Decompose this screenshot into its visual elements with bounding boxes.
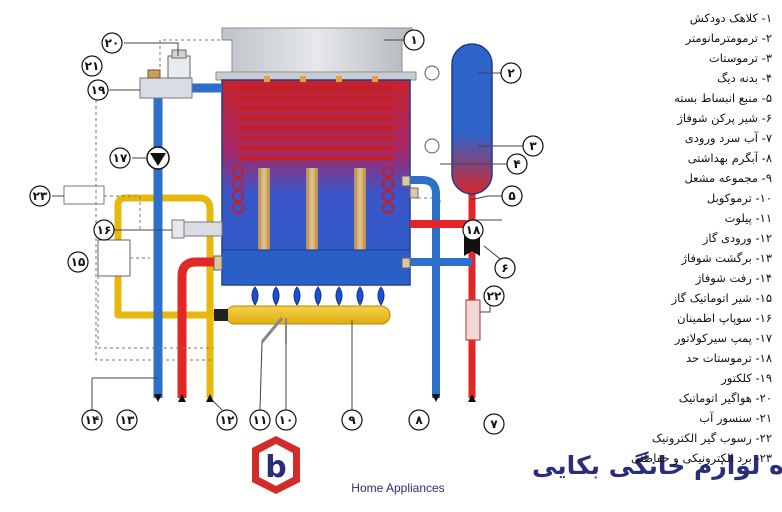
gas-valve-nozzle — [214, 309, 228, 321]
limit-thermostat — [410, 188, 418, 198]
thermostat-knob — [425, 139, 439, 153]
expansion-tank — [452, 44, 492, 194]
legend-item: ١٠- ترموکوبل — [520, 188, 772, 208]
gas-control-box — [98, 240, 130, 276]
legend-item: ۶- شیر پرکن شوفاژ — [520, 108, 772, 128]
callout-22: ٢٢ — [487, 289, 502, 303]
legend-item: ٢- ترمومترمانومتر — [520, 28, 772, 48]
chimney-hood — [222, 28, 412, 72]
legend-item: ٧- آب سرد ورودی — [520, 128, 772, 148]
callout-11: ١١ — [253, 413, 268, 427]
callout-14: ١۴ — [85, 413, 100, 427]
callout-10: ١٠ — [279, 413, 294, 427]
combustion-chamber — [222, 250, 410, 285]
legend-item: ١١- پیلوت — [520, 208, 772, 228]
water-sensor — [148, 70, 160, 78]
callout-16: ١۶ — [97, 223, 112, 237]
air-vent-body — [168, 56, 190, 78]
legend-item: ١۵- شیر اتوماتیک گاز — [520, 288, 772, 308]
burner-manifold — [226, 306, 390, 324]
callout-7: ٧ — [490, 417, 498, 431]
right-port-top — [402, 176, 410, 186]
callout-20: ٢٠ — [105, 36, 120, 50]
collector — [140, 78, 192, 98]
legend-item: ١۶- سوپاپ اطمینان — [520, 308, 772, 328]
legend-item: ٢٠- هواگیر اتوماتیک — [520, 388, 772, 408]
legend-item: ١٧- پمپ سیرکولاتور — [520, 328, 772, 348]
callout-18: ١٨ — [466, 223, 481, 237]
callout-21: ٢١ — [85, 59, 100, 73]
callout-13: ١٣ — [120, 413, 135, 427]
logo-letter: b — [265, 450, 286, 485]
legend-item: ٢٢- رسوب گیر الکترونیک — [520, 428, 772, 448]
legend-item: ١- کلاهک دودکش — [520, 8, 772, 28]
legend-item: ١٣- برگشت شوفاژ — [520, 248, 772, 268]
left-port — [214, 256, 222, 270]
legend-item: ۵- منبع انبساط بسته — [520, 88, 772, 108]
callout-19: ١٩ — [91, 83, 106, 97]
legend-item: ٨- آبگرم بهداشتی — [520, 148, 772, 168]
legend-item: ١٢- ورودی گاز — [520, 228, 772, 248]
legend-item: ٢٣- برد الکترونیکی و حفاظتی — [520, 448, 772, 468]
burner-flames — [252, 287, 384, 305]
hood-collar — [216, 72, 416, 80]
flow-pipe — [182, 262, 222, 398]
legend-item: ٣- ترموستات — [520, 48, 772, 68]
callout-5: ۵ — [508, 189, 515, 203]
air-vent-cap — [172, 50, 186, 58]
scale-remover — [466, 300, 480, 340]
electronic-board — [64, 186, 104, 204]
thermometer-gauge — [425, 66, 439, 80]
legend-item: ١۴- رفت شوفاژ — [520, 268, 772, 288]
callout-1: ١ — [410, 33, 417, 47]
legend-item: ١٩- کلکتور — [520, 368, 772, 388]
legend-item: ٩- مجموعه مشعل — [520, 168, 772, 188]
callout-23: ٢٣ — [33, 189, 48, 203]
flow-arrows — [154, 394, 476, 402]
legend: ١- کلاهک دودکش ٢- ترمومترمانومتر ٣- ترمو… — [520, 8, 772, 468]
right-port-bottom — [402, 258, 410, 268]
callout-6: ۶ — [501, 261, 508, 275]
callout-2: ٢ — [507, 66, 515, 80]
safety-valve-head — [172, 220, 184, 238]
callout-17: ١٧ — [113, 151, 128, 165]
callout-9: ٩ — [348, 413, 356, 427]
callout-8: ٨ — [415, 413, 423, 427]
legend-item: ۴- بدنه دیگ — [520, 68, 772, 88]
callout-15: ١۵ — [71, 255, 86, 269]
legend-item: ٢١- سنسور آب — [520, 408, 772, 428]
callout-12: ١٢ — [220, 413, 235, 427]
legend-item: ١٨- ترموستات حد — [520, 348, 772, 368]
dhw-pipe — [410, 180, 436, 398]
brand-name-en: Home Appliances — [351, 481, 444, 495]
